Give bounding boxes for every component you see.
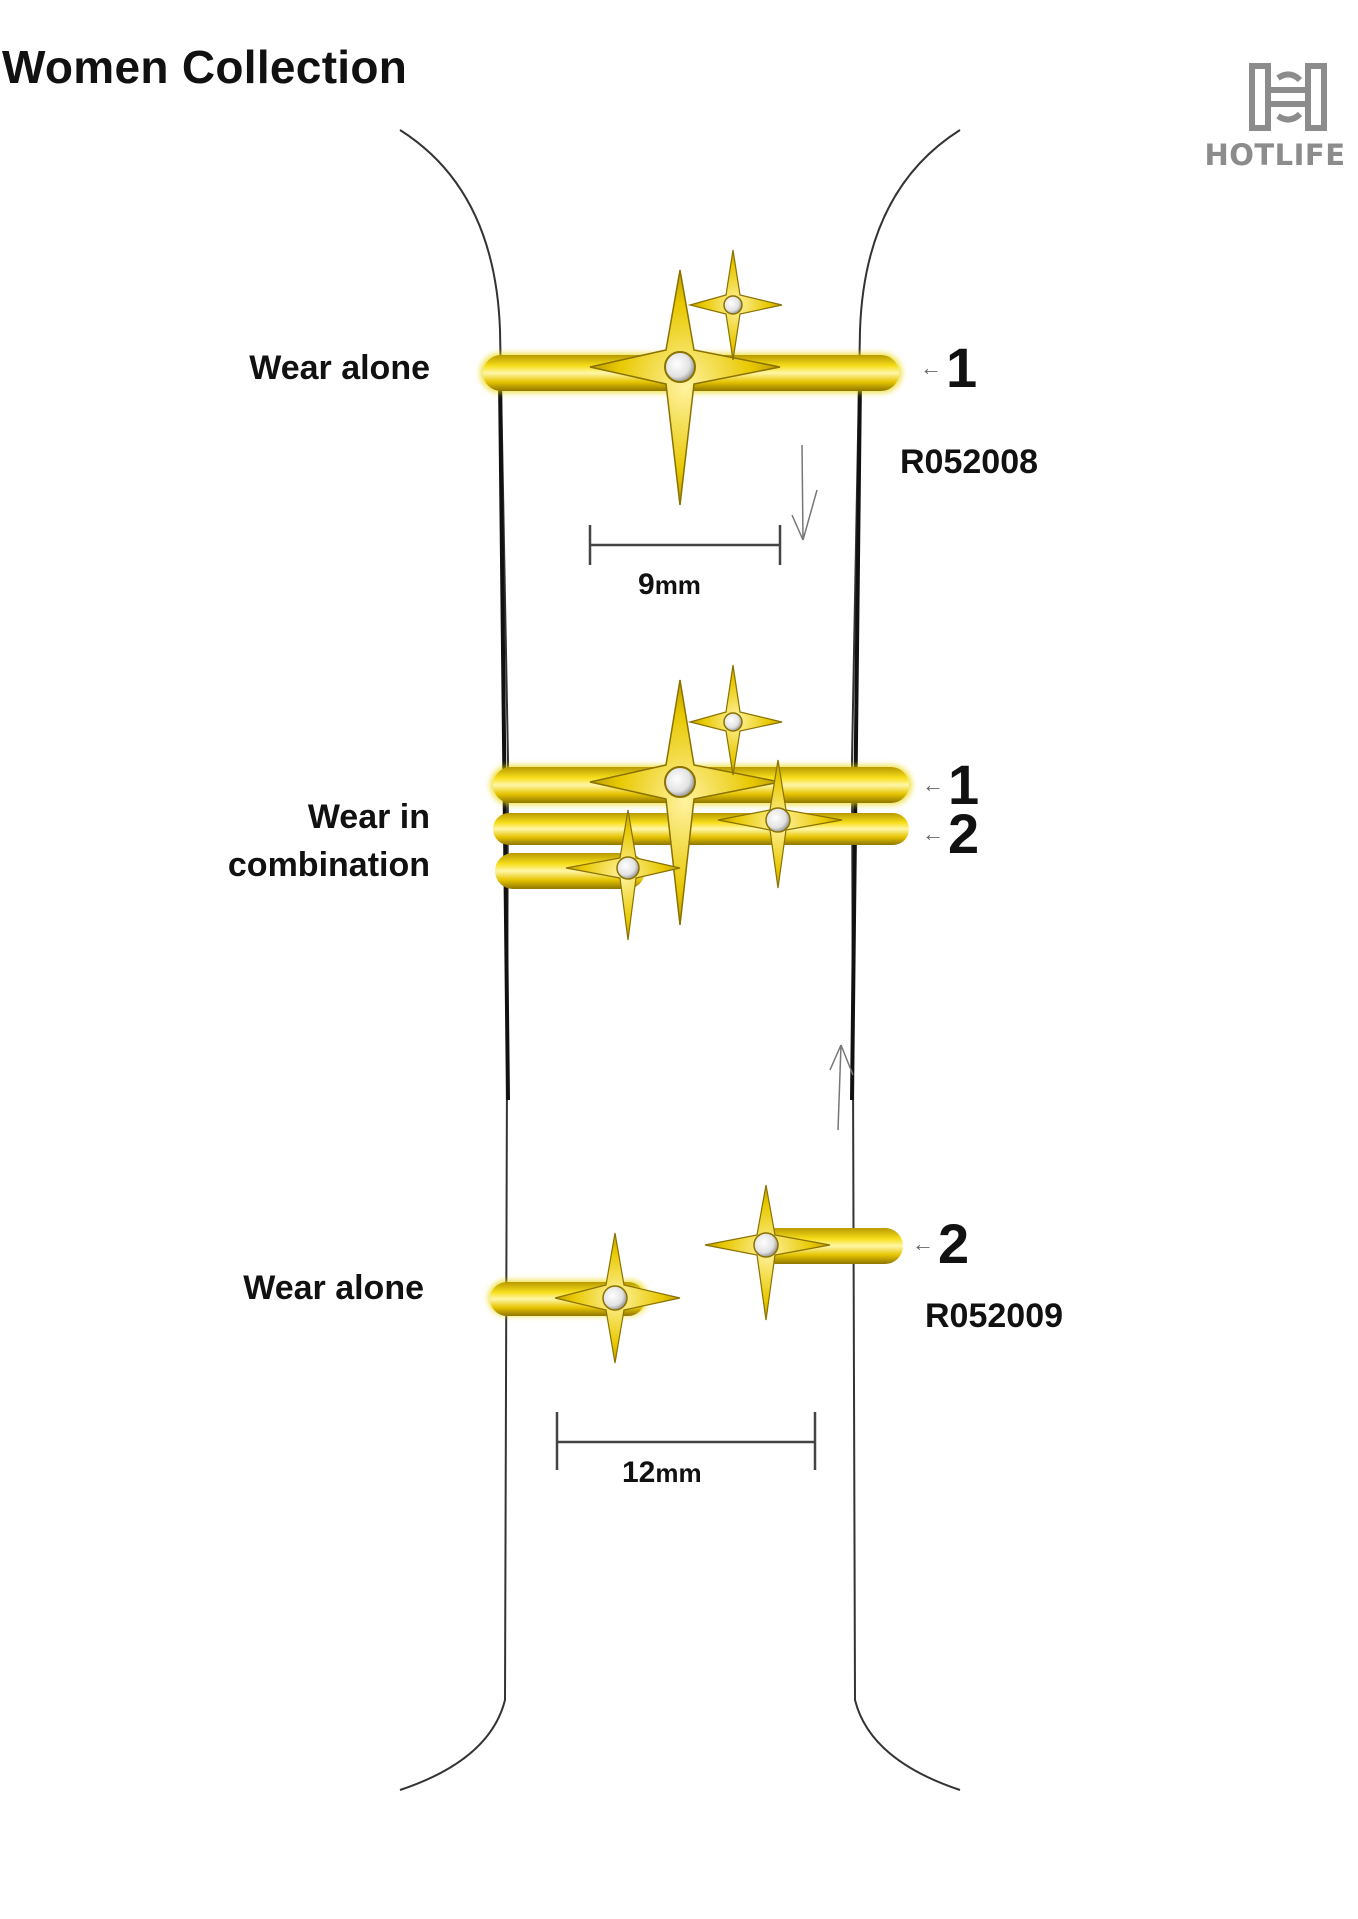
dimension-label: 12mm bbox=[622, 1456, 702, 1490]
marker-number: 1 bbox=[946, 336, 978, 399]
rings-combination bbox=[490, 664, 912, 941]
ring-r052009 bbox=[488, 1184, 903, 1364]
dimension-unit: mm bbox=[655, 1458, 702, 1488]
pencil-arrow-down bbox=[791, 444, 818, 541]
left-arrow-icon: ← bbox=[920, 355, 942, 380]
section-label: Wear alone bbox=[243, 1264, 424, 1312]
marker-number: 2 bbox=[948, 802, 980, 865]
ring-r052008 bbox=[480, 249, 902, 506]
marker-number: 1 bbox=[948, 753, 980, 816]
dimension-unit: mm bbox=[654, 570, 701, 600]
dimension-value: 12 bbox=[622, 1456, 656, 1489]
section-label-line: Wear alone bbox=[243, 1269, 424, 1307]
dimension-bar-9mm bbox=[588, 525, 782, 565]
left-arrow-icon: ← bbox=[912, 1231, 934, 1256]
dimension-bar-12mm bbox=[555, 1412, 817, 1470]
left-arrow-icon: ← bbox=[922, 772, 944, 797]
marker-1: ← 1 bbox=[920, 340, 977, 396]
product-code: R052008 bbox=[900, 443, 1039, 481]
brand: HOTLIFE bbox=[1200, 58, 1350, 172]
marker-number: 2 bbox=[938, 1212, 970, 1275]
marker-1: ← 1 bbox=[922, 757, 979, 813]
dimension-label: 9mm bbox=[638, 568, 701, 602]
section-label: Wear alone bbox=[249, 344, 430, 392]
brand-name: HOTLIFE bbox=[1204, 138, 1346, 172]
pencil-arrow-up bbox=[829, 1044, 854, 1131]
section-label: Wear in combination bbox=[228, 793, 430, 889]
section-label-line: Wear alone bbox=[249, 349, 430, 387]
marker-2: ← 2 bbox=[912, 1216, 969, 1272]
finger-outline bbox=[399, 129, 961, 1791]
product-code: R052009 bbox=[925, 1297, 1064, 1335]
section-label-line: Wear in bbox=[307, 798, 430, 836]
section-label-line: combination bbox=[227, 846, 430, 884]
brand-logo-icon bbox=[1249, 63, 1327, 131]
left-arrow-icon: ← bbox=[922, 821, 944, 846]
marker-2: ← 2 bbox=[922, 806, 979, 862]
page-title: Women Collection bbox=[2, 41, 408, 93]
dimension-value: 9 bbox=[638, 568, 655, 601]
